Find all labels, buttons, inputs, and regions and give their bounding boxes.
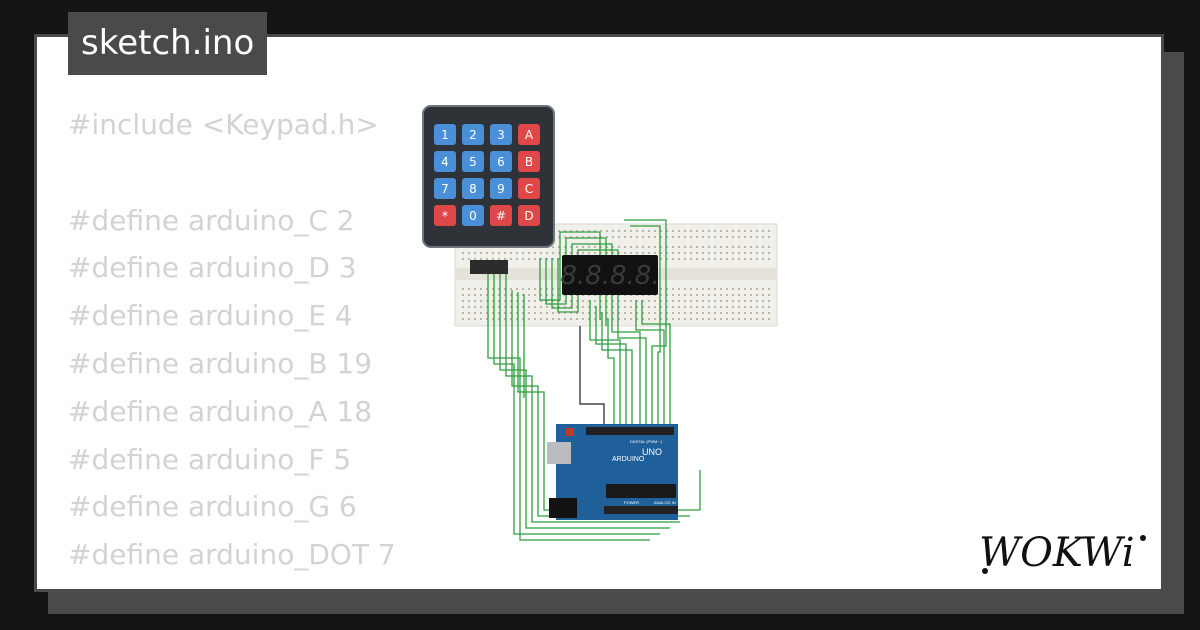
keypad-key-label: 6 bbox=[497, 155, 505, 169]
arduino-board-label: UNO bbox=[642, 447, 662, 457]
logo-text: WOKWi bbox=[979, 530, 1135, 576]
arduino-digital-label: DIGITAL (PWM ~) bbox=[630, 439, 663, 444]
keypad-key[interactable]: D bbox=[518, 205, 540, 226]
keypad-key[interactable]: 5 bbox=[462, 151, 484, 172]
keypad-key[interactable]: 0 bbox=[462, 205, 484, 226]
keypad-key-label: 2 bbox=[469, 128, 477, 142]
keypad-key-label: 7 bbox=[441, 182, 449, 196]
code-line: #define arduino_E 4 bbox=[68, 299, 353, 333]
arduino-brand-label: ARDUINO bbox=[612, 456, 645, 463]
code-line: #define arduino_G 6 bbox=[68, 490, 357, 524]
keypad-key[interactable]: 1 bbox=[434, 124, 456, 145]
keypad: 1 2 3 A 4 5 6 B 7 8 9 C * 0 # D bbox=[422, 105, 555, 248]
keypad-key-label: 1 bbox=[441, 128, 449, 142]
keypad-key-label: C bbox=[525, 182, 533, 196]
keypad-key[interactable]: * bbox=[434, 205, 456, 226]
keypad-key[interactable]: 6 bbox=[490, 151, 512, 172]
keypad-key-label: A bbox=[525, 128, 534, 142]
keypad-key[interactable]: 2 bbox=[462, 124, 484, 145]
keypad-key[interactable]: B bbox=[518, 151, 540, 172]
code-preview: #include <Keypad.h> #define arduino_C 2 … bbox=[68, 101, 396, 579]
code-line: #define arduino_C 2 bbox=[68, 203, 355, 237]
arduino-power-label: POWER bbox=[624, 500, 639, 505]
ground-wire bbox=[579, 326, 605, 426]
keypad-key[interactable]: 7 bbox=[434, 178, 456, 199]
code-line: #include <Keypad.h> bbox=[68, 108, 379, 141]
keypad-key[interactable]: 3 bbox=[490, 124, 512, 145]
file-title-tab: sketch.ino bbox=[68, 12, 268, 75]
pin-header bbox=[470, 260, 508, 274]
keypad-key[interactable]: # bbox=[490, 205, 512, 226]
code-line: #define arduino_D 3 bbox=[68, 251, 357, 285]
arduino-analog-label: ANALOG IN bbox=[654, 500, 676, 505]
keypad-key[interactable]: C bbox=[518, 178, 540, 199]
keypad-key[interactable]: 4 bbox=[434, 151, 456, 172]
keypad-key-label: * bbox=[442, 209, 448, 223]
keypad-key-label: 4 bbox=[441, 155, 449, 169]
keypad-key-label: 9 bbox=[497, 182, 505, 196]
code-line: #define arduino_F 5 bbox=[68, 442, 352, 476]
keypad-key-label: D bbox=[524, 209, 533, 223]
code-line: #define arduino_B 19 bbox=[68, 346, 373, 380]
code-line bbox=[68, 149, 396, 197]
keypad-key-label: 0 bbox=[469, 209, 477, 223]
keypad-key-label: 5 bbox=[469, 155, 477, 169]
circuit-diagram: 8.8.8.8. 1 2 3 A 4 5 6 B 7 8 9 C * 0 # D ARDUINO UNO DI… bbox=[422, 105, 778, 541]
wokwi-logo: WOKWi bbox=[979, 530, 1146, 576]
jumper-wires bbox=[487, 219, 701, 541]
code-line: #define arduino_A 18 bbox=[68, 394, 373, 428]
keypad-key[interactable]: A bbox=[518, 124, 540, 145]
code-line: #define arduino_DOT 7 bbox=[68, 538, 396, 572]
keypad-key[interactable]: 8 bbox=[462, 178, 484, 199]
keypad-key-label: # bbox=[496, 209, 506, 223]
keypad-key[interactable]: 9 bbox=[490, 178, 512, 199]
seven-segment-display: 8.8.8.8. bbox=[560, 255, 660, 295]
arduino-uno: ARDUINO UNO DIGITAL (PWM ~) ANALOG IN PO… bbox=[547, 424, 678, 520]
keypad-key-label: B bbox=[525, 155, 533, 169]
keypad-key-label: 3 bbox=[497, 128, 505, 142]
display-digits: 8.8.8.8. bbox=[560, 261, 659, 291]
keypad-key-label: 8 bbox=[469, 182, 477, 196]
